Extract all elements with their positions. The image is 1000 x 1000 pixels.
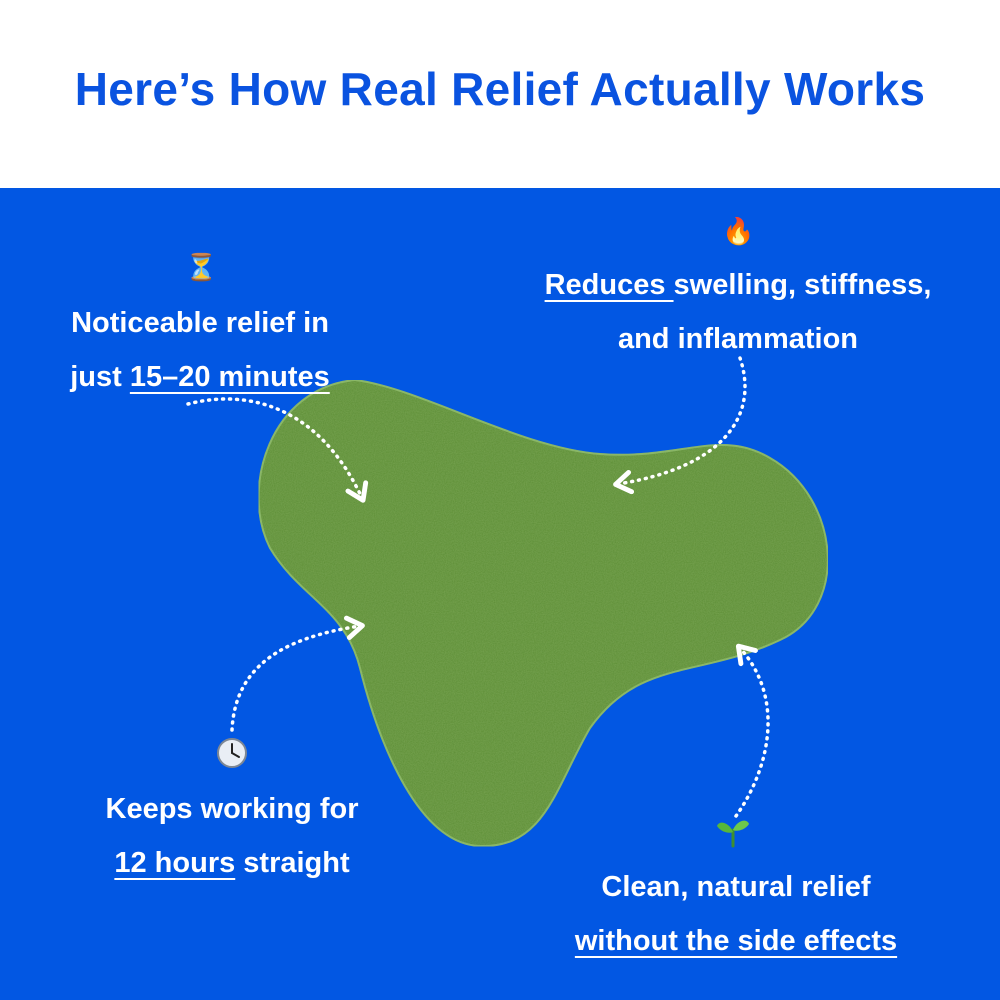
page-title: Here’s How Real Relief Actually Works [74, 63, 926, 115]
clock-icon [217, 738, 247, 768]
callout-swelling: Reduces swelling, stiffness, and inflamm… [488, 258, 988, 366]
header: Here’s How Real Relief Actually Works [0, 0, 1000, 188]
callout-relief-time-line2: just 15–20 minutes [20, 350, 380, 404]
callout-natural-emphasis: without the side effects [574, 925, 898, 957]
callout-duration: Keeps working for 12 hours straight [52, 782, 412, 890]
callout-duration-line2: 12 hours straight [52, 836, 412, 890]
callout-natural-line1: Clean, natural relief [601, 871, 871, 903]
infographic-panel: ⏳ 🔥 Noticeable relief in just 15–20 minu… [0, 188, 1000, 1000]
herbal-patch [257, 378, 829, 848]
callout-natural-line2: without the side effects [500, 914, 972, 968]
callout-natural: Clean, natural relief without the side e… [500, 860, 972, 968]
arrow-relief-time [186, 397, 369, 503]
fire-icon: 🔥 [722, 216, 755, 246]
callout-duration-rest: straight [235, 847, 350, 879]
arrow-swelling [613, 356, 747, 495]
callout-relief-time-emphasis: 15–20 minutes [129, 361, 330, 393]
arrow-natural [734, 643, 770, 818]
arrow-duration [230, 615, 365, 732]
callout-swelling-rest: swelling, stiffness, [673, 269, 932, 301]
patch-illustration [186, 356, 829, 848]
callout-swelling-emphasis: Reduces [544, 269, 674, 301]
hourglass-icon: ⏳ [185, 252, 218, 282]
callout-duration-emphasis: 12 hours [114, 847, 236, 879]
sprout-icon [717, 820, 749, 848]
callout-swelling-line1: Reduces swelling, stiffness, [488, 258, 988, 312]
callout-relief-time-line1: Noticeable relief in [71, 307, 329, 339]
callout-relief-time: Noticeable relief in just 15–20 minutes [20, 296, 380, 404]
callout-duration-line1: Keeps working for [105, 793, 359, 825]
callout-relief-time-prefix: just [70, 361, 130, 393]
callout-swelling-line2: and inflammation [617, 323, 859, 355]
